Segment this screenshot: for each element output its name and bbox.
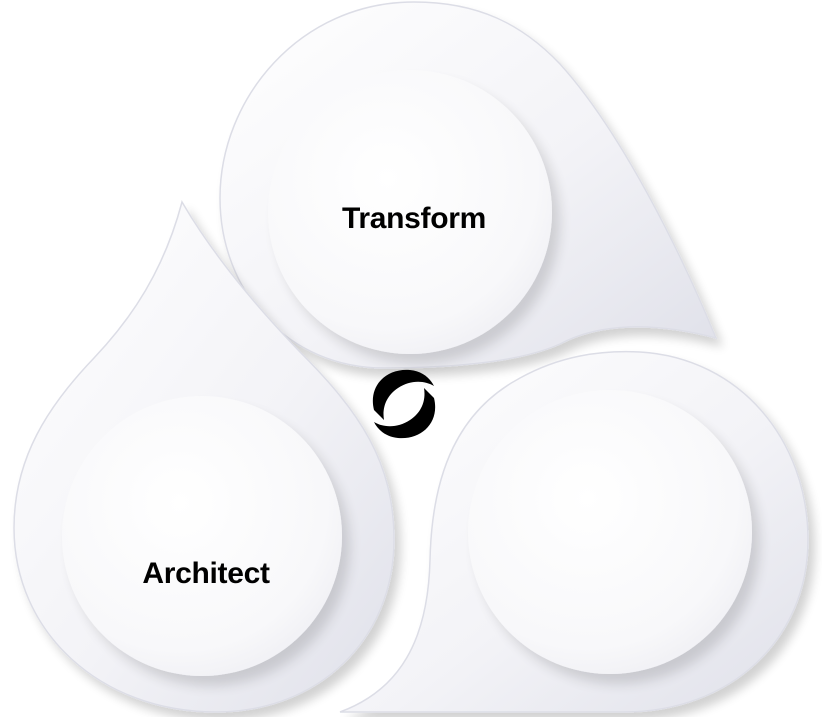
- cycle-arc-lower: [374, 388, 436, 439]
- segment-transform-label: Transform: [342, 202, 486, 235]
- segment-architect-label: Architect: [142, 557, 270, 590]
- segment-architect-disc: [62, 396, 342, 676]
- segment-transform: Transform: [219, 1, 718, 369]
- circular-arrows-icon: [372, 369, 436, 439]
- segment-unlabeled: [339, 350, 809, 713]
- segment-transform-disc: [268, 70, 552, 354]
- segment-architect: Architect: [13, 200, 395, 713]
- cycle-arc-upper: [372, 369, 434, 420]
- segment-unlabeled-disc: [468, 390, 752, 674]
